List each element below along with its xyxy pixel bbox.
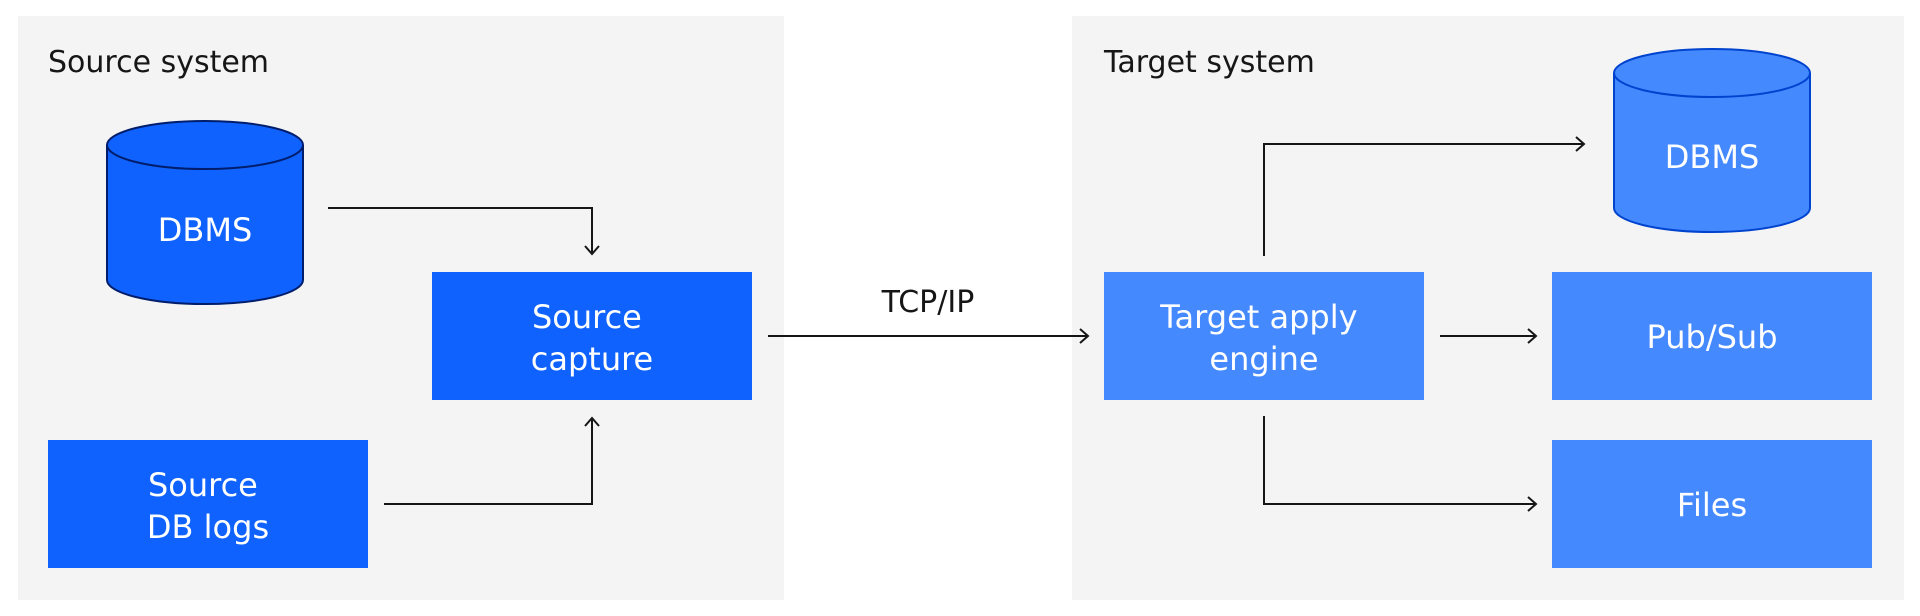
target-apply-engine-label: Target apply engine — [1159, 298, 1367, 378]
files-label: Files — [1677, 486, 1747, 524]
files-node: Files — [1552, 440, 1872, 568]
edge-tcpip: TCP/IP — [768, 285, 1090, 344]
pubsub-label: Pub/Sub — [1646, 318, 1777, 356]
target-apply-engine-node: Target apply engine — [1104, 272, 1424, 400]
target-dbms-node: DBMS — [1613, 48, 1811, 233]
source-system-title: Source system — [48, 45, 269, 80]
source-db-logs-node: Source DB logs — [48, 440, 368, 568]
target-system-title: Target system — [1103, 45, 1315, 80]
tcpip-label: TCP/IP — [881, 285, 975, 320]
source-capture-label: Source capture — [531, 298, 653, 378]
edge-engine-to-files — [1263, 416, 1538, 512]
edge-logs-to-capture — [384, 416, 600, 505]
edge-dbms-to-capture — [328, 207, 600, 256]
target-dbms-label: DBMS — [1665, 138, 1760, 176]
source-dbms-node: DBMS — [106, 120, 304, 305]
arrow-head — [584, 416, 600, 427]
source-dbms-label: DBMS — [158, 211, 253, 249]
pubsub-node: Pub/Sub — [1552, 272, 1872, 400]
arrow-head — [1527, 328, 1538, 344]
arrow-head — [584, 245, 600, 256]
edge-engine-to-pubsub — [1440, 328, 1538, 344]
source-db-logs-label: Source DB logs — [147, 466, 269, 546]
arrow-head — [1575, 136, 1586, 152]
arrow-head — [1527, 496, 1538, 512]
edge-engine-to-dbms — [1263, 136, 1586, 256]
arrow-head — [1079, 328, 1090, 344]
source-capture-node: Source capture — [432, 272, 752, 400]
